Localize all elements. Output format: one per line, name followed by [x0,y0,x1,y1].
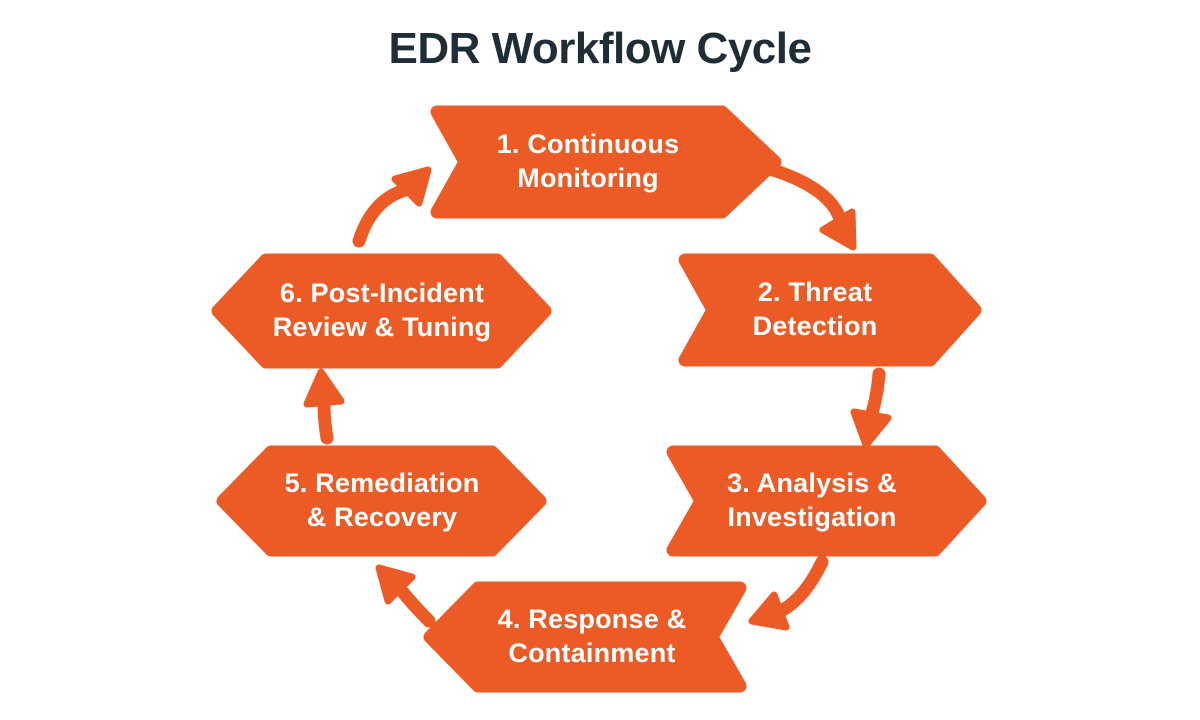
step3-banner-shape [666,445,987,557]
arrow-stem [766,163,848,229]
arrow-head-icon [819,208,857,251]
arrow-stem [776,555,829,617]
step2-banner-shape [678,253,982,367]
arrow-step3-to-step4 [748,555,829,631]
arrow-stem [864,367,886,423]
arrow-step1-to-step2 [766,163,857,251]
step1-label: 1. Continuous Monitoring [496,129,680,193]
step4-banner-shape [423,581,747,693]
step6-label: 6. Post-Incident Review & Tuning [272,278,492,342]
arrow-head-icon [375,564,416,605]
arrow-stem [317,397,334,445]
arrow-head-icon [748,591,790,631]
step4-label: 4. Response & Containment [497,604,687,668]
arrow-stem [394,583,436,628]
arrow-step2-to-step3 [850,367,892,449]
arrow-head-icon [850,408,892,449]
arrow-step5-to-step6 [303,368,345,445]
step2-label: 2. Threat Detection [752,277,878,341]
step1-banner-shape [430,105,782,219]
step6-banner-shape [211,253,552,369]
arrow-head-icon [391,166,432,207]
page-title: EDR Workflow Cycle [388,24,812,73]
arrow-step6-to-step1 [352,166,432,248]
arrow-stem [352,183,412,248]
arrow-step4-to-step5 [375,564,436,628]
arrow-head-icon [303,368,345,408]
step5-banner-shape [216,445,547,557]
step5-label: 5. Remediation & Recovery [284,468,480,532]
step3-label: 3. Analysis & Investigation [727,468,897,532]
